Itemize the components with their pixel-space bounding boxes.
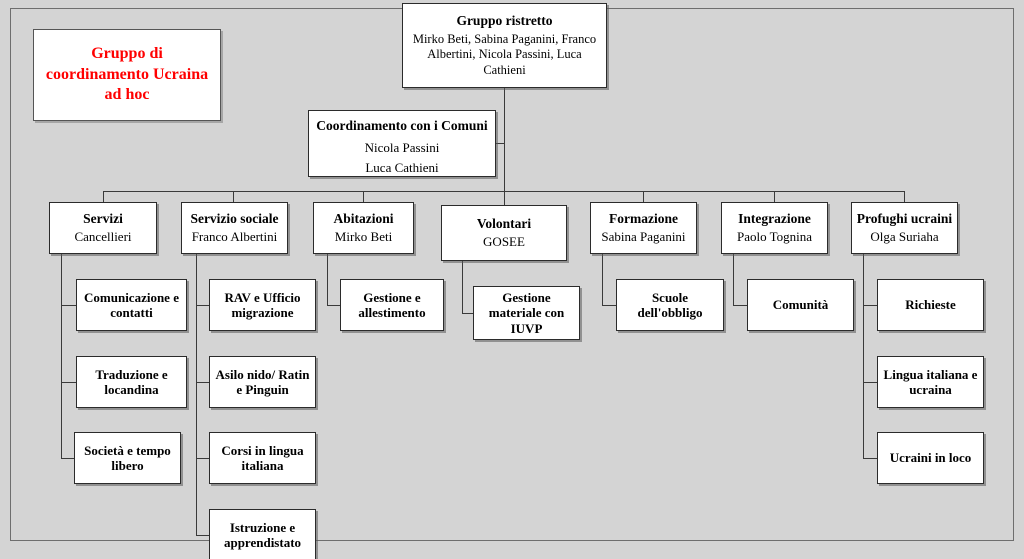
node-dept-servizi[interactable]: Servizi Cancellieri	[49, 202, 157, 254]
node-leaf-gestione-allestimento-label: Gestione e allestimento	[358, 289, 426, 320]
node-coordinamento-title: Coordinamento con i Comuni	[316, 118, 488, 133]
node-leaf-lingua-italiana-ucraina[interactable]: Lingua italiana e ucraina	[877, 356, 984, 408]
connector-profughi-child-2	[863, 382, 877, 383]
node-dept-servizi-lead: Cancellieri	[74, 229, 132, 245]
node-dept-integrazione-title: Integrazione	[738, 211, 811, 227]
node-dept-formazione[interactable]: Formazione Sabina Paganini	[590, 202, 697, 254]
node-leaf-istruzione-apprendistato[interactable]: Istruzione e apprendistato	[209, 509, 316, 559]
connector-servizi-child-3	[61, 458, 74, 459]
connector-drop-formazione	[643, 191, 644, 202]
connector-stem-servizio-sociale	[196, 254, 197, 536]
highlight-box-gruppo-coordinamento[interactable]: Gruppo di coordinamento Ucraina ad hoc	[33, 29, 221, 121]
node-leaf-lingua-italiana-ucraina-label: Lingua italiana e ucraina	[883, 366, 978, 397]
connector-sociale-child-2	[196, 382, 209, 383]
connector-drop-profughi	[904, 191, 905, 202]
connector-stem-abitazioni	[327, 254, 328, 305]
node-leaf-societa-tempo-libero-label: Società e tempo libero	[84, 442, 171, 473]
node-coordinamento-comuni[interactable]: Coordinamento con i Comuni Nicola Passin…	[308, 110, 496, 177]
node-leaf-gestione-materiale-iuvp-label: Gestione materiale con IUVP	[488, 290, 565, 336]
node-leaf-traduzione-locandina[interactable]: Traduzione e locandina	[76, 356, 187, 408]
node-dept-integrazione-lead: Paolo Tognina	[736, 229, 813, 245]
connector-stem-volontari	[462, 261, 463, 313]
node-leaf-comunicazione-contatti[interactable]: Comunicazione e contatti	[76, 279, 187, 331]
node-dept-servizio-sociale-title: Servizio sociale	[190, 211, 279, 227]
node-dept-servizi-title: Servizi	[83, 211, 123, 227]
connector-volontari-child-1	[462, 313, 473, 314]
node-dept-integrazione[interactable]: Integrazione Paolo Tognina	[721, 202, 828, 254]
node-dept-abitazioni-lead: Mirko Beti	[334, 229, 393, 245]
connector-sociale-child-4	[196, 535, 209, 536]
node-dept-volontari[interactable]: Volontari GOSEE	[441, 205, 567, 261]
connector-drop-servizi	[103, 191, 104, 202]
connector-sociale-child-1	[196, 305, 209, 306]
node-leaf-comunita-label: Comunità	[772, 297, 829, 313]
node-leaf-gestione-materiale-iuvp[interactable]: Gestione materiale con IUVP	[473, 286, 580, 340]
node-dept-formazione-title: Formazione	[609, 211, 678, 227]
node-gruppo-ristretto-title: Gruppo ristretto	[456, 12, 553, 28]
node-coordinamento-member-2: Luca Cathieni	[365, 160, 439, 176]
connector-stem-integrazione	[733, 254, 734, 305]
node-leaf-asilo-nido[interactable]: Asilo nido/ Ratin e Pinguin	[209, 356, 316, 408]
node-leaf-rav-ufficio-migrazione[interactable]: RAV e Ufficio migrazione	[209, 279, 316, 331]
node-leaf-ucraini-in-loco[interactable]: Ucraini in loco	[877, 432, 984, 484]
connector-abitazioni-child-1	[327, 305, 340, 306]
node-leaf-asilo-nido-label: Asilo nido/ Ratin e Pinguin	[215, 366, 310, 397]
node-leaf-scuole-obbligo-label: Scuole dell'obbligo	[637, 289, 703, 320]
connector-integrazione-child-1	[733, 305, 747, 306]
node-gruppo-ristretto[interactable]: Gruppo ristretto Mirko Beti, Sabina Paga…	[402, 3, 607, 88]
node-leaf-corsi-lingua-italiana-label: Corsi in lingua italiana	[221, 442, 304, 473]
connector-servizi-child-2	[61, 382, 76, 383]
node-dept-formazione-lead: Sabina Paganini	[601, 229, 686, 245]
node-dept-abitazioni[interactable]: Abitazioni Mirko Beti	[313, 202, 414, 254]
node-dept-profughi-ucraini[interactable]: Profughi ucraini Olga Suriaha	[851, 202, 958, 254]
node-leaf-comunicazione-contatti-label: Comunicazione e contatti	[84, 289, 179, 320]
node-leaf-traduzione-locandina-label: Traduzione e locandina	[95, 366, 168, 397]
connector-profughi-child-3	[863, 458, 877, 459]
node-leaf-comunita[interactable]: Comunità	[747, 279, 854, 331]
node-gruppo-ristretto-members: Mirko Beti, Sabina Paganini, Franco Albe…	[412, 31, 597, 77]
node-dept-servizio-sociale[interactable]: Servizio sociale Franco Albertini	[181, 202, 288, 254]
highlight-box-label: Gruppo di coordinamento Ucraina ad hoc	[45, 45, 209, 104]
connector-stem-profughi	[863, 254, 864, 458]
node-leaf-scuole-obbligo[interactable]: Scuole dell'obbligo	[616, 279, 724, 331]
connector-drop-abitazioni	[363, 191, 364, 202]
node-leaf-istruzione-apprendistato-label: Istruzione e apprendistato	[223, 519, 302, 550]
connector-sociale-child-3	[196, 458, 209, 459]
connector-servizi-child-1	[61, 305, 76, 306]
node-leaf-societa-tempo-libero[interactable]: Società e tempo libero	[74, 432, 181, 484]
connector-root-to-coordination	[494, 143, 505, 144]
connector-drop-servizio-sociale	[233, 191, 234, 202]
node-leaf-richieste[interactable]: Richieste	[877, 279, 984, 331]
node-dept-profughi-lead: Olga Suriaha	[870, 229, 939, 245]
node-leaf-rav-ufficio-migrazione-label: RAV e Ufficio migrazione	[224, 289, 301, 320]
connector-stem-formazione	[602, 254, 603, 305]
connector-root-trunk	[504, 88, 505, 192]
node-dept-profughi-title: Profughi ucraini	[856, 211, 953, 227]
connector-stem-servizi	[61, 254, 62, 459]
node-coordinamento-member-1: Nicola Passini	[364, 139, 440, 155]
node-leaf-gestione-allestimento[interactable]: Gestione e allestimento	[340, 279, 444, 331]
connector-formazione-child-1	[602, 305, 616, 306]
node-dept-servizio-sociale-lead: Franco Albertini	[191, 229, 278, 245]
node-leaf-richieste-label: Richieste	[905, 297, 956, 313]
node-leaf-corsi-lingua-italiana[interactable]: Corsi in lingua italiana	[209, 432, 316, 484]
node-leaf-ucraini-in-loco-label: Ucraini in loco	[889, 450, 972, 466]
node-dept-abitazioni-title: Abitazioni	[333, 211, 394, 227]
connector-profughi-child-1	[863, 305, 877, 306]
connector-drop-integrazione	[774, 191, 775, 202]
node-dept-volontari-lead: GOSEE	[483, 234, 525, 250]
node-dept-volontari-title: Volontari	[476, 216, 532, 232]
connector-drop-volontari	[504, 191, 505, 205]
